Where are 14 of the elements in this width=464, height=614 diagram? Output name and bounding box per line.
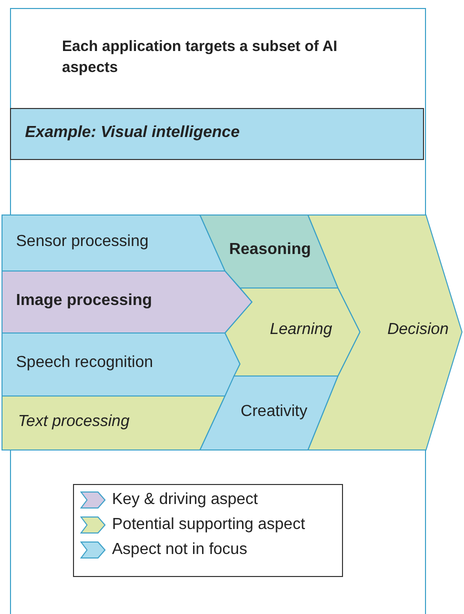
aspect-label: Text processing: [18, 413, 130, 431]
legend-label: Potential supporting aspect: [112, 516, 306, 534]
legend-label: Aspect not in focus: [112, 541, 248, 559]
aspect-label: Learning: [270, 321, 332, 339]
legend-label: Key & driving aspect: [112, 491, 258, 509]
aspect-label: Decision: [387, 321, 449, 339]
title-text: Each application targets a subset of AI aspects: [62, 37, 338, 78]
banner-box: [10, 108, 424, 160]
banner-text: Example: Visual intelligence: [25, 124, 240, 142]
aspect-label: Creativity: [240, 403, 308, 421]
aspect-label: Reasoning: [229, 241, 311, 259]
aspect-label: Speech recognition: [16, 354, 153, 372]
aspect-label: Sensor processing: [16, 233, 149, 251]
aspect-label: Image processing: [16, 292, 152, 310]
